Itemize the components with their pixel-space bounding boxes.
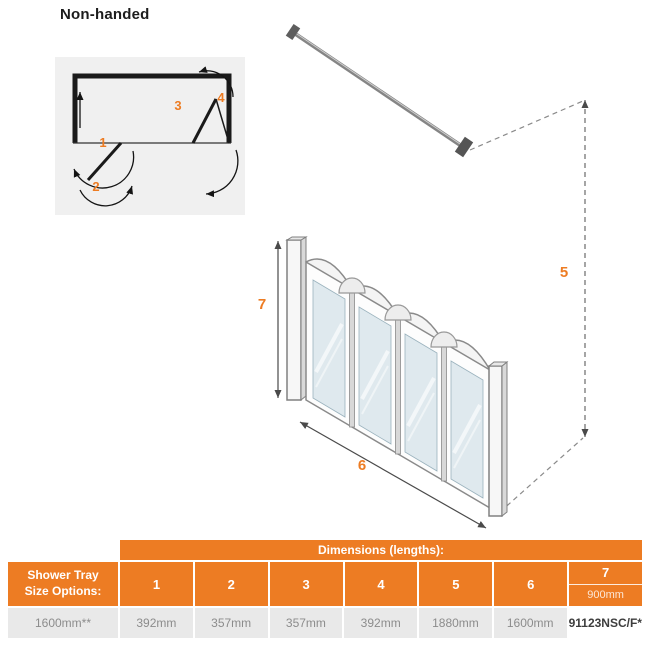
stabilising-rail: [285, 23, 474, 158]
hinge-dome: [338, 277, 366, 294]
plan-label-1: 1: [99, 135, 106, 150]
plan-left-swing-arc-1: [73, 150, 135, 189]
row-header-shower-tray: Shower Tray Size Options:: [8, 562, 118, 606]
value-cell-2: 357mm: [194, 608, 268, 638]
rail-end-bracket-right: [454, 136, 474, 158]
hinge-dome: [430, 331, 458, 348]
plan-diagram-background: [55, 57, 245, 215]
shower-screen: [285, 236, 509, 518]
col-header-5: 5: [419, 562, 493, 606]
rail-highlight: [293, 31, 464, 147]
value-cell-6: 1600mm: [493, 608, 567, 638]
plan-right-swing-arc-1: [198, 66, 234, 98]
col-header-7: 7 900mm: [569, 562, 643, 606]
wall-post-front: [286, 239, 302, 401]
plan-enclosure-walls: [72, 73, 232, 143]
glass-reflection: [314, 323, 344, 373]
glass-reflection: [361, 365, 389, 415]
plan-right-folded-door: [191, 98, 218, 144]
plan-label-3: 3: [174, 98, 181, 113]
product-code-cell: 91123NSC/F*: [568, 608, 642, 638]
col-header-2: 2: [194, 562, 268, 606]
dimension-label-7: 7: [258, 296, 266, 313]
folding-panel: [443, 339, 491, 510]
table-header-row: Dimensions (lengths):: [8, 540, 642, 560]
col-header-1: 1: [120, 562, 193, 606]
col-header-3: 3: [269, 562, 343, 606]
dimension-label-6: 6: [358, 457, 366, 474]
technical-drawing: 1 2 3 4 5: [55, 23, 589, 529]
glass-reflection: [360, 350, 390, 400]
dashed-line-floor-to-height: [499, 437, 584, 513]
tray-size-cell: 1600mm**: [8, 608, 118, 638]
end-post-front: [488, 365, 503, 517]
dimension-label-5: 5: [560, 264, 568, 281]
rail-end-cap-left: [285, 23, 301, 41]
plan-right-swing-arc-2: [205, 149, 239, 198]
glass-reflection: [315, 338, 343, 388]
value-cell-4: 392mm: [344, 608, 418, 638]
hinge-dome: [384, 304, 412, 321]
wall-post-left: [285, 236, 308, 402]
table-corner-spacer: [8, 540, 118, 560]
fold-stile: [441, 342, 447, 482]
value-cell-3: 357mm: [269, 608, 343, 638]
dimension-line-6: [299, 421, 487, 529]
fold-stile: [349, 288, 355, 428]
plan-label-4: 4: [217, 90, 225, 105]
folding-panel: [305, 258, 353, 429]
value-cell-1: 392mm: [120, 608, 193, 638]
end-post-top: [487, 361, 509, 367]
col-header-7-number: 7: [569, 562, 643, 585]
col-header-6: 6: [494, 562, 568, 606]
glass-reflection: [406, 377, 436, 427]
end-post-right: [487, 360, 509, 518]
plan-label-2: 2: [92, 179, 99, 194]
plan-left-folded-door: [86, 142, 123, 181]
value-cell-5: 1880mm: [419, 608, 492, 638]
table-value-row: 1600mm** 392mm 357mm 357mm 392mm 1880mm …: [8, 608, 642, 638]
wall-post-top: [285, 236, 308, 241]
col-header-4: 4: [344, 562, 418, 606]
construction-lines: 5: [469, 100, 589, 513]
plan-left-swing-arc-2: [79, 185, 134, 207]
fold-stile: [395, 315, 401, 455]
plan-right-folded-door-return: [215, 98, 230, 144]
table-column-header-row: Shower Tray Size Options: 1 2 3 4 5 6 7 …: [8, 562, 643, 606]
dimension-6: 6: [299, 421, 487, 529]
col-header-7-value: 900mm: [587, 589, 624, 602]
dimension-7: 7: [258, 241, 282, 398]
table-title: Dimensions (lengths):: [120, 540, 642, 560]
rail-bar: [292, 31, 465, 149]
dashed-line-rail-to-height: [469, 100, 584, 151]
plan-diagram: 1 2 3 4: [55, 57, 245, 215]
dimensions-table: Dimensions (lengths): Shower Tray Size O…: [8, 540, 643, 638]
end-post-side: [501, 360, 508, 518]
page-title: Non-handed: [60, 6, 150, 23]
